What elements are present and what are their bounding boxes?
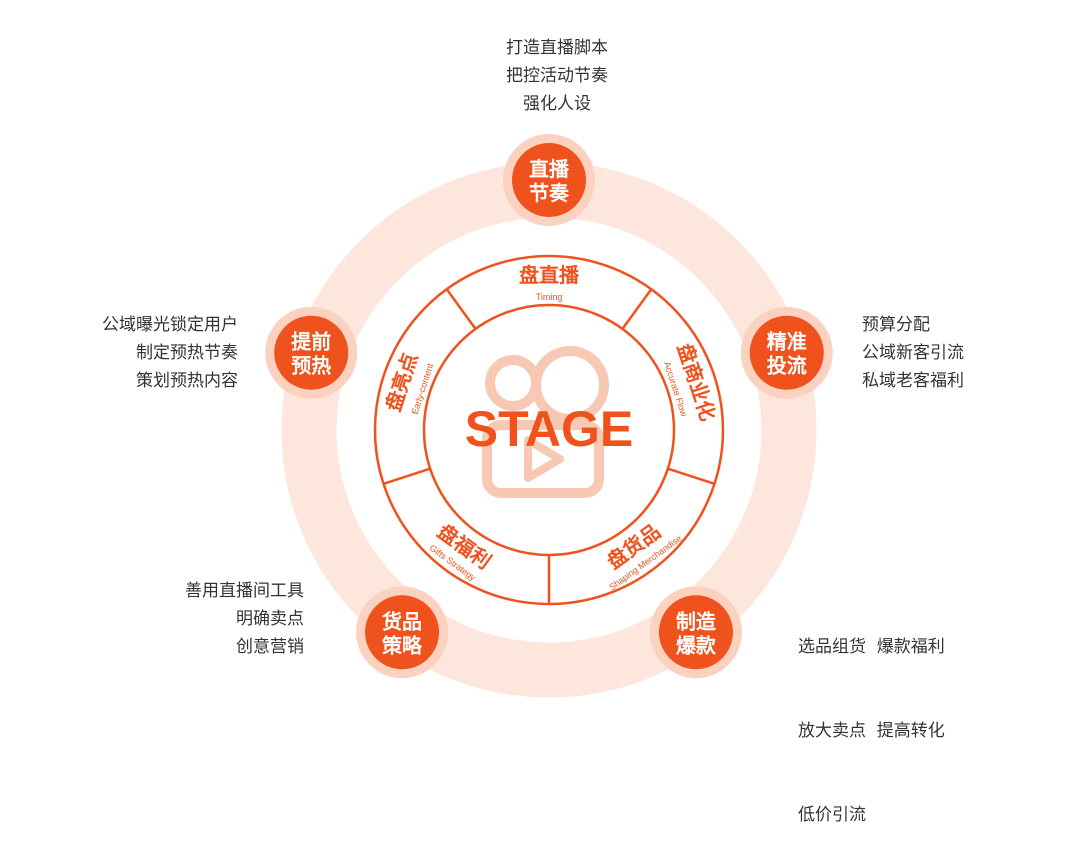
note-line: 强化人设	[523, 94, 591, 114]
center-title: STAGE	[465, 401, 634, 457]
segment-label-timing: 盘直播	[519, 263, 580, 287]
note-line: 创意营销	[236, 637, 304, 657]
note-line: 公域曝光锁定用户	[102, 315, 238, 335]
segment-divider	[445, 288, 477, 330]
node-label-line: 节奏	[529, 181, 570, 205]
segment-divider	[667, 467, 715, 485]
segment-divider	[383, 467, 431, 485]
node-label-line: 预热	[291, 354, 331, 378]
segment-divider	[621, 288, 653, 330]
notes-strategy: 善用直播间工具 明确卖点 创意营销	[104, 577, 304, 661]
node-label-line: 提前	[291, 330, 331, 354]
node-circle	[274, 315, 349, 390]
note-line: 放大卖点 提高转化	[798, 721, 945, 741]
segment-dividers	[383, 288, 715, 604]
note-line: 打造直播脚本	[506, 38, 608, 58]
node-circle	[749, 315, 824, 390]
notes-rhythm: 打造直播脚本 把控活动节奏 强化人设	[457, 34, 657, 118]
camera-reel-right	[531, 346, 609, 424]
node-label-line: 爆款	[676, 633, 717, 657]
node-label-line: 投流	[767, 354, 807, 378]
note-line: 把控活动节奏	[506, 66, 608, 86]
note-line: 低价引流	[798, 805, 866, 825]
node-label-line: 制造	[676, 609, 717, 633]
note-line: 策划预热内容	[136, 371, 238, 391]
note-line: 制定预热节奏	[136, 343, 238, 363]
video-camera-icon	[482, 346, 609, 498]
note-line: 善用直播间工具	[185, 581, 304, 601]
notes-create: 选品组货 爆款福利 放大卖点 提高转化 低价引流	[798, 577, 945, 857]
node-label-line: 策略	[382, 633, 423, 657]
node-label-line: 精准	[767, 330, 807, 354]
notes-warmup: 公域曝光锁定用户 制定预热节奏 策划预热内容	[38, 311, 238, 395]
node-label-line: 货品	[382, 609, 422, 633]
node-label-line: 直播	[529, 157, 570, 181]
note-line: 公域新客引流	[862, 343, 964, 363]
note-line: 明确卖点	[236, 609, 304, 629]
note-line: 私域老客福利	[862, 371, 964, 391]
segment-sublabel-timing: Timing	[536, 292, 563, 302]
node-circle	[658, 595, 733, 670]
note-line: 选品组货 爆款福利	[798, 637, 945, 657]
camera-body	[482, 420, 604, 498]
notes-precise: 预算分配 公域新客引流 私域老客福利	[862, 311, 964, 395]
camera-play-triangle	[524, 436, 564, 482]
note-line: 预算分配	[862, 315, 930, 335]
node-circle	[365, 595, 440, 670]
node-circle	[512, 143, 586, 217]
